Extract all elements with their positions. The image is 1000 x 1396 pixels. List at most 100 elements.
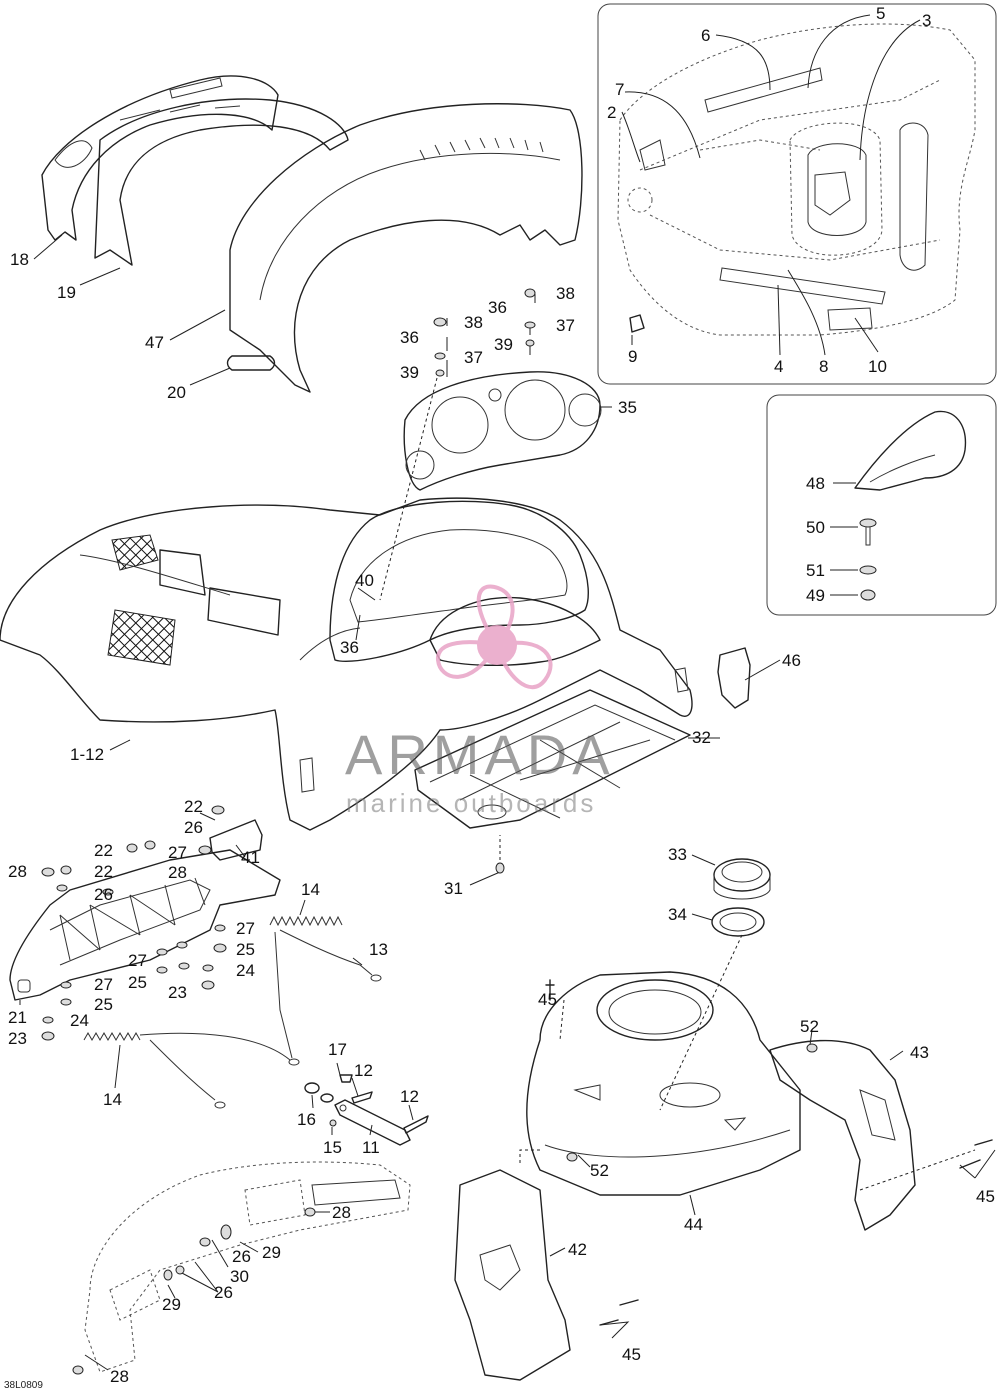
cable-13	[274, 929, 382, 1066]
callout-20: 20	[167, 383, 186, 402]
callout-38a: 38	[556, 284, 575, 303]
callout-9: 9	[628, 347, 637, 366]
callout-36b: 36	[400, 328, 419, 347]
callout-1-12: 1-12	[70, 745, 104, 764]
decal-body-view	[617, 23, 976, 336]
gauge-bezel-35	[403, 371, 602, 491]
callout-32: 32	[692, 728, 711, 747]
panel-18	[41, 75, 279, 241]
propeller-icon	[436, 584, 553, 689]
callout-25a: 25	[236, 940, 255, 959]
latch-11	[334, 1099, 411, 1146]
callout-8: 8	[819, 357, 828, 376]
callout-27c: 27	[128, 951, 147, 970]
spring-14-lower	[83, 1031, 291, 1109]
callout-21: 21	[8, 1008, 27, 1027]
callout-29a: 29	[262, 1243, 281, 1262]
callout-39a: 39	[494, 335, 513, 354]
panel-43	[769, 1039, 916, 1231]
callout-36c: 36	[340, 638, 359, 657]
callout-3: 3	[922, 11, 931, 30]
callout-15: 15	[323, 1138, 342, 1157]
callout-28c: 28	[332, 1203, 351, 1222]
callout-14b: 14	[103, 1090, 122, 1109]
washer-51	[859, 565, 877, 575]
callout-49: 49	[806, 586, 825, 605]
callout-52b: 52	[590, 1161, 609, 1180]
callout-44: 44	[684, 1215, 703, 1234]
support-21	[9, 849, 281, 1001]
callout-labels: 1-12 2 3 4 5 6 7 8 9 10 11 12 12 13 14 1…	[8, 4, 995, 1386]
callout-47: 47	[145, 333, 164, 352]
callout-37a: 37	[556, 316, 575, 335]
leader-lines	[19, 14, 996, 1371]
rivet-12a	[351, 1091, 373, 1104]
callout-39b: 39	[400, 363, 419, 382]
callout-26a: 26	[184, 818, 203, 837]
callout-14a: 14	[301, 880, 320, 899]
bracket-46	[717, 647, 751, 709]
pin-15	[329, 1119, 337, 1127]
decal-detail-box	[597, 3, 997, 385]
callout-23a: 23	[168, 983, 187, 1002]
watermark-brand: ARMADA	[345, 723, 615, 786]
callout-35: 35	[618, 398, 637, 417]
callout-25b: 25	[128, 973, 147, 992]
callout-45b: 45	[976, 1187, 995, 1206]
callout-26d: 26	[214, 1283, 233, 1302]
mirror-48	[854, 410, 967, 491]
callout-4: 4	[774, 357, 783, 376]
callout-28b: 28	[168, 863, 187, 882]
callout-50: 50	[806, 518, 825, 537]
callout-45a: 45	[538, 990, 557, 1009]
callout-27a: 27	[168, 843, 187, 862]
callout-25c: 25	[94, 995, 113, 1014]
rivet-17	[339, 1074, 353, 1083]
callout-42: 42	[568, 1240, 587, 1259]
gasket-34	[711, 907, 765, 937]
callout-7: 7	[615, 80, 624, 99]
callout-26c: 26	[232, 1247, 251, 1266]
grille-32	[414, 689, 691, 829]
panel-42	[454, 1169, 571, 1381]
callout-28a: 28	[8, 862, 27, 881]
callout-22a: 22	[184, 797, 203, 816]
callout-28d: 28	[110, 1367, 129, 1386]
callout-37b: 37	[464, 348, 483, 367]
callout-12a: 12	[354, 1061, 373, 1080]
ring-16	[304, 1082, 334, 1103]
callout-31: 31	[444, 879, 463, 898]
callout-27d: 27	[94, 975, 113, 994]
nut-33	[713, 858, 771, 900]
callout-46: 46	[782, 651, 801, 670]
fasteners	[41, 288, 993, 1375]
callout-48: 48	[806, 474, 825, 493]
callout-18: 18	[10, 250, 29, 269]
watermark-tagline: marine outboards	[346, 788, 597, 818]
callout-11: 11	[362, 1138, 380, 1157]
callout-52a: 52	[800, 1017, 819, 1036]
callout-6: 6	[701, 26, 710, 45]
callout-40: 40	[355, 571, 374, 590]
callout-22c: 22	[94, 862, 113, 881]
callout-17: 17	[328, 1040, 347, 1059]
spring-14-upper	[269, 915, 343, 927]
callout-41: 41	[241, 848, 260, 867]
callout-2: 2	[607, 103, 616, 122]
callout-29b: 29	[162, 1295, 181, 1314]
callout-16: 16	[297, 1110, 316, 1129]
bumper-view	[84, 1161, 411, 1373]
callout-23b: 23	[8, 1029, 27, 1048]
panel-47	[229, 103, 583, 393]
callout-33: 33	[668, 845, 687, 864]
callout-10: 10	[868, 357, 887, 376]
callout-22b: 22	[94, 841, 113, 860]
callout-5: 5	[876, 4, 885, 23]
callout-13: 13	[369, 940, 388, 959]
screw-50	[859, 518, 877, 546]
callout-24a: 24	[236, 961, 255, 980]
main-hood-1-12	[0, 497, 693, 831]
tank-44	[526, 971, 801, 1196]
callout-12b: 12	[400, 1087, 419, 1106]
